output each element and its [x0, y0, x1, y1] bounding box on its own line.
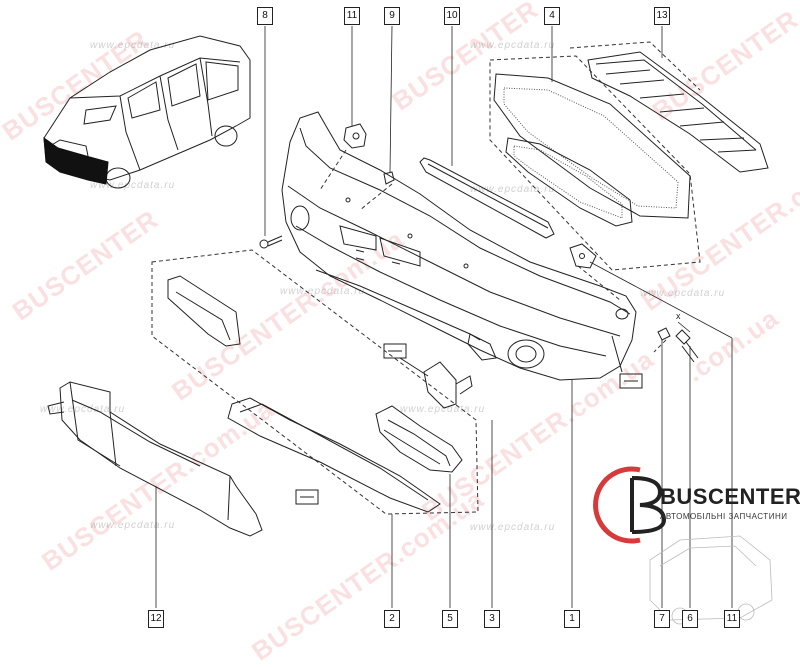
callout-10: 10 [444, 7, 460, 25]
callout-11: 11 [344, 7, 360, 25]
part-7-nut [657, 327, 671, 341]
part-3-fog-cover [423, 361, 473, 409]
clip-label [295, 489, 319, 505]
vehicle-bumper-highlight [43, 136, 109, 185]
callout-9: 9 [384, 7, 400, 25]
part-5-side-grille [375, 405, 463, 473]
callout-5: 5 [442, 610, 458, 628]
logo-tagline: АВТОМОБІЛЬНІ ЗАПЧАСТИНИ [660, 512, 788, 521]
part-5-side-trim [167, 275, 241, 347]
callout-11-lower: 11 [724, 610, 740, 628]
part-11-bracket [343, 123, 367, 149]
x-marker: x [676, 311, 681, 321]
clip-label [619, 373, 643, 389]
callout-4: 4 [544, 7, 560, 25]
part-9-clip [383, 171, 395, 185]
callout-8: 8 [257, 7, 273, 25]
callout-6: 6 [682, 610, 698, 628]
part-4-grille [493, 73, 691, 227]
callout-7: 7 [654, 610, 670, 628]
callout-3: 3 [484, 610, 500, 628]
assembly-frame-upper [489, 55, 701, 271]
callout-1: 1 [564, 610, 580, 628]
part-8-bolt [259, 235, 283, 249]
part-2-spoiler [227, 397, 441, 513]
callout-13: 13 [654, 7, 670, 25]
callout-2: 2 [384, 610, 400, 628]
part-13-upper-beam [587, 51, 769, 173]
logo-brand: BUSCENTER [660, 484, 800, 509]
clip-label [383, 343, 407, 359]
part-1-front-bumper [281, 111, 637, 381]
part-12-lower-beam [47, 381, 263, 537]
callout-12: 12 [148, 610, 164, 628]
part-10-trim-strip [419, 157, 555, 239]
part-6-bolt [675, 329, 699, 363]
part-11-bracket-lower [569, 243, 597, 269]
assembly-frame-lower [151, 249, 479, 515]
